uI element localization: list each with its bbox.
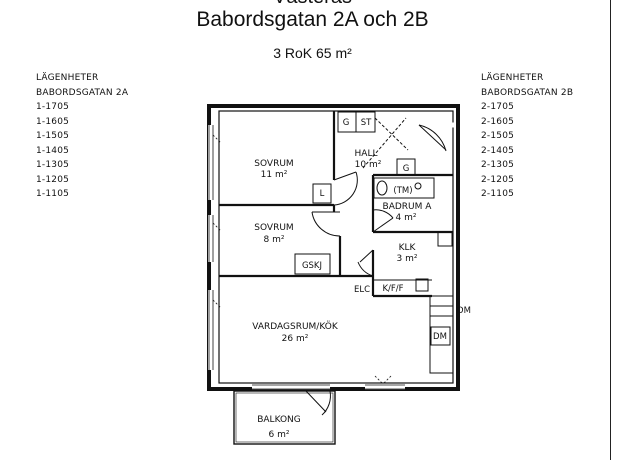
list-item: 1-1405 — [36, 145, 70, 156]
list-item: 2-1505 — [481, 131, 515, 141]
list-item: 2-1605 — [481, 116, 515, 127]
list-item: 1-1205 — [36, 174, 70, 185]
apartment-list-2a: LÄGENHETER BABORDSGATAN 2A 1-1705 1-1605… — [36, 71, 128, 202]
interior-walls — [219, 111, 453, 298]
door-sovrum-1 — [333, 171, 358, 206]
fixture-label-gskj: GSKJ — [302, 261, 322, 271]
frame-border-line — [610, 0, 611, 460]
list-item: 2-1105 — [481, 189, 515, 199]
fixture-label-tm: (TM) — [393, 186, 412, 196]
fixture-label-elc: ELC — [354, 285, 370, 295]
door-klk — [357, 249, 374, 277]
list-item: 1-1605 — [36, 116, 70, 127]
page-title: Babordsgatan 2A och 2B — [196, 8, 429, 31]
fixture-label-dm-outside: DM — [457, 306, 471, 316]
list-subheading: BABORDSGATAN 2A — [36, 87, 129, 98]
fixture-label-l: L — [320, 189, 325, 199]
balcony-outline — [233, 390, 336, 445]
room-area-vardagsrum: 26 m² — [282, 334, 309, 344]
fixture-label-st: ST — [361, 118, 372, 128]
room-area-sovrum-2: 8 m² — [264, 235, 285, 245]
room-name-sovrum-1: SOVRUM — [254, 159, 293, 169]
title-partial: Västerås — [0, 0, 625, 8]
apartment-type: 3 RoK 65 m² — [273, 45, 352, 61]
list-heading: LÄGENHETER — [481, 73, 544, 83]
list-item: 1-1705 — [36, 102, 70, 112]
kitchen-counter — [374, 278, 454, 374]
room-area-hall: 10 m² — [355, 160, 382, 170]
list-item: 1-1105 — [36, 189, 70, 199]
fixture-label-dm-counter: DM — [433, 332, 447, 342]
list-heading: LÄGENHETER — [36, 73, 99, 83]
room-area-klk: 3 m² — [397, 254, 418, 264]
wardrobe-sovrum-2 — [294, 253, 331, 275]
fixture-label-g-hall: G — [343, 118, 350, 128]
list-item: 1-1505 — [36, 131, 70, 141]
room-name-vardagsrum: VARDAGSRUM/KÖK — [252, 321, 339, 332]
room-name-sovrum-2: SOVRUM — [254, 223, 293, 233]
bathroom-fixtures — [376, 180, 422, 196]
door-sovrum-2 — [311, 211, 341, 237]
list-item: 2-1205 — [481, 174, 515, 185]
wardrobe-sovrum-1 — [312, 183, 332, 204]
list-subheading: BABORDSGATAN 2B — [481, 87, 574, 98]
room-area-badrum: 4 m² — [396, 213, 417, 223]
room-name-badrum: BADRUM A — [383, 202, 433, 212]
list-item: 1-1305 — [36, 160, 70, 170]
door-badrum — [372, 209, 394, 233]
fixture-label-g-hall-2: G — [403, 164, 410, 174]
fixture-label-kff: K/F/F — [382, 284, 403, 294]
room-area-sovrum-1: 11 m² — [261, 170, 288, 180]
window-frames-left — [208, 125, 222, 370]
list-item: 2-1305 — [481, 160, 515, 170]
list-item: 2-1705 — [481, 102, 515, 112]
room-name-balkong: BALKONG — [257, 415, 301, 425]
entrance-door — [362, 117, 456, 169]
room-name-hall: HALL — [355, 149, 378, 159]
list-item: 2-1405 — [481, 145, 515, 156]
room-name-klk: KLK — [399, 243, 417, 253]
hall-storage — [337, 111, 453, 247]
balcony-opening — [252, 375, 405, 390]
apartment-list-2b: LÄGENHETER BABORDSGATAN 2B 2-1705 2-1605… — [481, 71, 573, 202]
room-area-balkong: 6 m² — [269, 430, 290, 440]
